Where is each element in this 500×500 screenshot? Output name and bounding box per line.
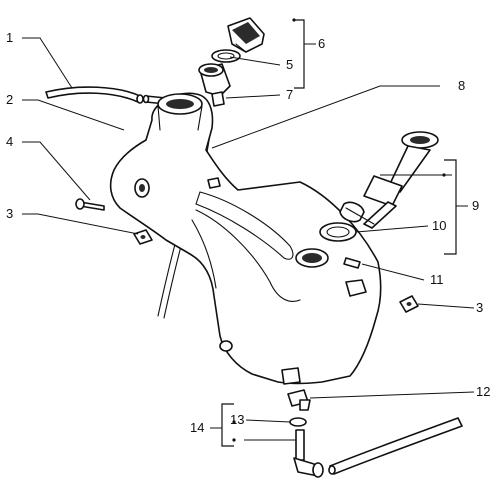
- callout-1: 1: [6, 30, 13, 45]
- callout-13: 13: [230, 412, 244, 427]
- callout-10: 10: [432, 218, 446, 233]
- mounting-screw: [75, 198, 105, 211]
- bracket-14: [210, 403, 236, 447]
- bracket-6: [292, 18, 316, 89]
- sender-gasket: [319, 222, 357, 242]
- callout-8: 8: [458, 78, 465, 93]
- callout-11: 11: [430, 272, 444, 287]
- leader-lines: [22, 37, 475, 441]
- sender-screw: [343, 257, 361, 269]
- outlet-fitting: [293, 429, 324, 478]
- callout-labels: 1 2 3 3 4 5 6 7 8 9 10 11 12 13 14: [6, 30, 490, 435]
- callout-3-right: 3: [476, 300, 483, 315]
- breather-hose: [45, 86, 144, 104]
- callout-9: 9: [472, 198, 479, 213]
- fuel-tank: [109, 92, 382, 385]
- callout-5: 5: [286, 57, 293, 72]
- tap-washer: [289, 417, 307, 427]
- callout-3-left: 3: [6, 206, 13, 221]
- callout-7: 7: [286, 87, 293, 102]
- filler-neck: [198, 63, 231, 107]
- speed-nut-right: [399, 295, 419, 313]
- fuel-level-sender: [339, 131, 439, 229]
- callout-12: 12: [476, 384, 490, 399]
- cap-gasket: [211, 49, 241, 63]
- fuel-hose: [328, 417, 463, 475]
- speed-nut-left: [133, 229, 153, 245]
- fuel-tap: [287, 389, 311, 411]
- bracket-9: [442, 159, 468, 255]
- callout-6: 6: [318, 36, 325, 51]
- callout-4: 4: [6, 134, 13, 149]
- filler-cap: [227, 17, 265, 53]
- callout-2: 2: [6, 92, 13, 107]
- callout-14: 14: [190, 420, 204, 435]
